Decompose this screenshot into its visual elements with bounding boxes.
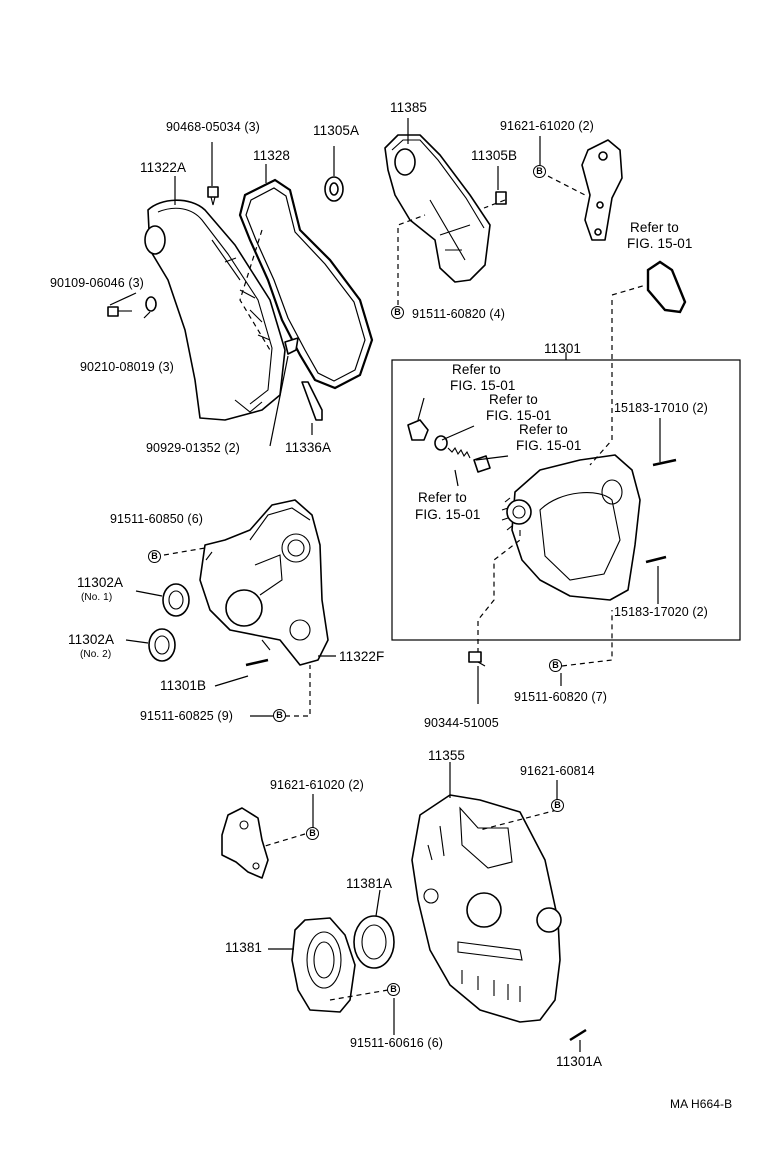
label-91621-60814: 91621-60814 [520,764,595,778]
label-91621-61020-top: 91621-61020 (2) [500,119,594,133]
label-refer1-1: Refer to [452,362,501,377]
label-11301A: 11301A [556,1054,603,1069]
seal-11302A-no1 [162,583,190,617]
label-11302A-no2-sub: (No. 2) [80,649,112,660]
label-91621-61020-mid: 91621-61020 (2) [270,778,364,792]
oil-seal-retainer-11381 [291,917,356,1013]
timing-belt-cover-upper [144,199,286,421]
label-11301: 11301 [544,341,582,356]
label-11322A: 11322A [140,160,187,175]
bolt-90468 [207,186,219,206]
guide-11336A [301,381,323,421]
stud-11301B [245,658,269,667]
label-refer1-2: FIG. 15-01 [450,378,516,393]
label-11336A: 11336A [285,440,332,455]
seal-11305A [324,176,344,202]
label-91511-60616: 91511-60616 (6) [350,1036,444,1050]
clip-90929 [284,337,299,355]
label-91511-60825: 91511-60825 (9) [140,709,234,723]
seal-11305B [495,191,507,205]
label-refer2-1: Refer to [489,392,538,407]
label-90210-08019: 90210-08019 (3) [80,360,174,374]
seal-11302A-no2 [148,628,176,662]
bolt-marker-91621-mid: B [306,827,319,840]
label-refer3-2: FIG. 15-01 [516,438,582,453]
label-11328: 11328 [253,148,291,163]
bolt-marker-91621-60814: B [551,799,564,812]
label-90929-01352: 90929-01352 (2) [146,441,240,455]
stud-11301A [569,1028,587,1042]
oil-seal-11381A [353,915,395,969]
bracket-91621-top [581,139,623,241]
relief-valve-parts [407,419,491,473]
drawing-code: MA H664-B [670,1097,733,1111]
label-90109-06046: 90109-06046 (3) [50,276,144,290]
label-refer-top-1: Refer to [630,220,679,235]
bolt-marker-91511-60825: B [273,709,286,722]
label-refer4-2: FIG. 15-01 [415,507,481,522]
bolt-90344 [468,651,486,667]
label-refer2-2: FIG. 15-01 [486,408,552,423]
label-91511-60850: 91511-60850 (6) [110,512,204,526]
label-refer4-1: Refer to [418,490,467,505]
bolt-90109 [107,306,132,317]
oil-pump-body [501,454,641,601]
stud-15183-17020 [645,555,667,564]
bolt-marker-11385: B [391,306,404,319]
label-11301B: 11301B [160,678,207,693]
washer-90210 [145,296,157,312]
bolt-marker-top-right: B [533,165,546,178]
label-11302A-no2: 11302A [68,632,115,647]
label-11305B: 11305B [471,148,518,163]
timing-cover-11385 [384,134,491,283]
label-11381A: 11381A [346,876,393,891]
label-11355: 11355 [428,748,466,763]
bolt-marker-91511-60850: B [148,550,161,563]
label-refer-top-2: FIG. 15-01 [627,236,693,251]
label-11322F: 11322F [339,649,385,664]
bolt-marker-91511-60616: B [387,983,400,996]
label-11381: 11381 [225,940,263,955]
label-91511-60820-4: 91511-60820 (4) [412,307,506,321]
label-91511-60820-7: 91511-60820 (7) [514,690,608,704]
bracket-91621-mid [221,807,269,879]
label-15183-17010: 15183-17010 (2) [614,401,708,415]
timing-cover-lower-11322F [199,499,329,666]
o-ring-top [646,260,687,314]
bolt-marker-91511-60820-7: B [549,659,562,672]
label-11302A-no1: 11302A [77,575,124,590]
label-11302A-no1-sub: (No. 1) [81,592,113,603]
label-90344-51005: 90344-51005 [424,716,499,730]
timing-cover-gasket [238,178,374,390]
stud-15183-17010 [652,458,677,467]
label-15183-17020: 15183-17020 (2) [614,605,708,619]
end-plate-11355 [411,794,562,1023]
label-90468-05034: 90468-05034 (3) [166,120,260,134]
label-11305A: 11305A [313,123,360,138]
label-11385: 11385 [390,100,428,115]
label-refer3-1: Refer to [519,422,568,437]
